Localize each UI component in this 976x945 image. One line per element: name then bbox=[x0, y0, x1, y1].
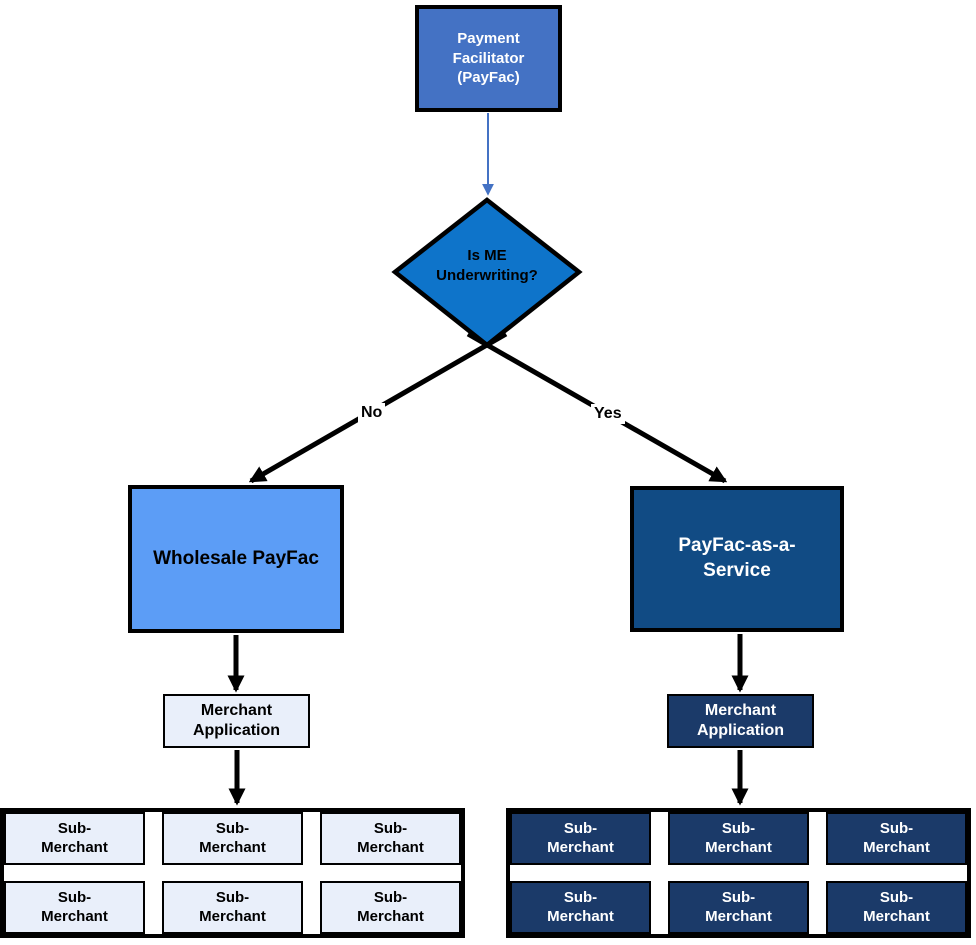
submerchant-cell: Sub- Merchant bbox=[162, 881, 303, 934]
node-wholesale-payfac-label: Wholesale PayFac bbox=[153, 547, 319, 569]
branch-label-yes: Yes bbox=[591, 404, 625, 424]
node-payment-facilitator: Payment Facilitator (PayFac) bbox=[415, 5, 562, 112]
submerchant-cell: Sub- Merchant bbox=[668, 812, 809, 865]
submerchant-cell: Sub- Merchant bbox=[510, 812, 651, 865]
node-merchant-application-right-label: Merchant Application bbox=[696, 702, 785, 739]
submerchant-cell: Sub- Merchant bbox=[668, 881, 809, 934]
submerchant-cell: Sub- Merchant bbox=[4, 812, 145, 865]
node-payment-facilitator-label: Payment Facilitator (PayFac) bbox=[452, 30, 525, 87]
submerchant-cell: Sub- Merchant bbox=[320, 812, 461, 865]
submerchant-group-left: Sub- Merchant Sub- Merchant Sub- Merchan… bbox=[0, 808, 465, 938]
node-merchant-application-left-label: Merchant Application bbox=[192, 702, 281, 739]
submerchant-row: Sub- Merchant Sub- Merchant Sub- Merchan… bbox=[4, 812, 461, 865]
submerchant-cell: Sub- Merchant bbox=[320, 881, 461, 934]
node-payfac-as-a-service: PayFac-as-a- Service bbox=[630, 486, 844, 632]
submerchant-row: Sub- Merchant Sub- Merchant Sub- Merchan… bbox=[510, 812, 967, 865]
submerchant-cell: Sub- Merchant bbox=[826, 881, 967, 934]
submerchant-row: Sub- Merchant Sub- Merchant Sub- Merchan… bbox=[4, 881, 461, 934]
node-merchant-application-right: Merchant Application bbox=[667, 694, 814, 748]
node-decision-label: Is ME Underwriting? bbox=[436, 247, 538, 284]
branch-label-no: No bbox=[358, 403, 386, 423]
node-merchant-application-left: Merchant Application bbox=[163, 694, 310, 748]
submerchant-cell: Sub- Merchant bbox=[826, 812, 967, 865]
submerchant-cell: Sub- Merchant bbox=[162, 812, 303, 865]
submerchant-cell: Sub- Merchant bbox=[4, 881, 145, 934]
node-payfac-as-a-service-label: PayFac-as-a- Service bbox=[678, 535, 796, 581]
submerchant-group-right: Sub- Merchant Sub- Merchant Sub- Merchan… bbox=[506, 808, 971, 938]
submerchant-cell: Sub- Merchant bbox=[510, 881, 651, 934]
submerchant-row: Sub- Merchant Sub- Merchant Sub- Merchan… bbox=[510, 881, 967, 934]
node-wholesale-payfac: Wholesale PayFac bbox=[128, 485, 344, 633]
